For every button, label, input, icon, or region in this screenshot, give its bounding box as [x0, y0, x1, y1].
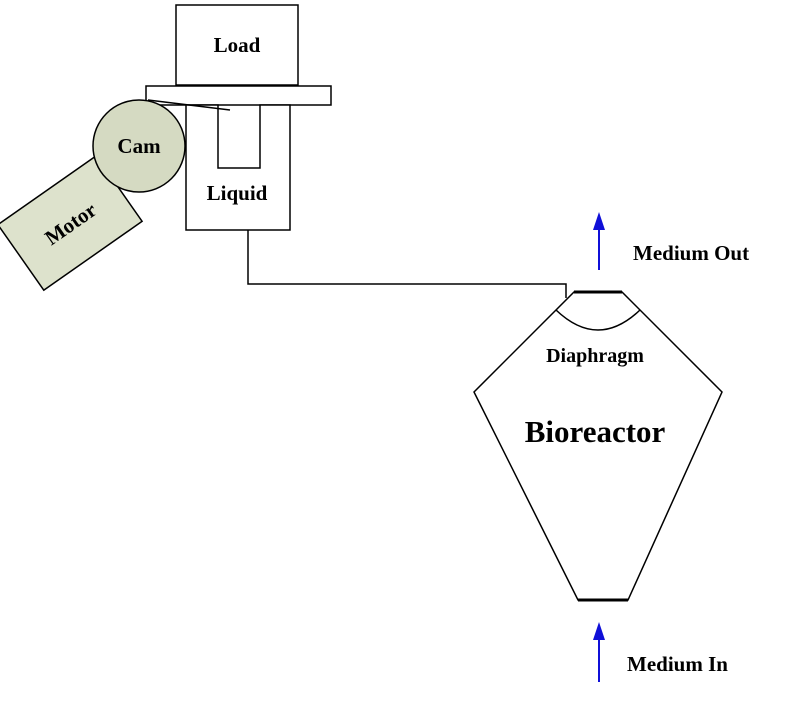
arrow-up-icon: [593, 622, 605, 682]
load-block: [175, 4, 299, 86]
medium-in-label: Medium In: [627, 652, 728, 676]
connecting-tube: [247, 230, 567, 298]
motor-body: [0, 154, 144, 292]
bioreactor-label: Bioreactor: [525, 414, 666, 449]
diaphragm: [555, 309, 641, 331]
cam-label: Cam: [117, 134, 161, 158]
liquid-label: Liquid: [207, 181, 268, 205]
cam-contact-line: [147, 99, 231, 111]
piston-plate: [145, 85, 332, 106]
diaphragm-label: Diaphragm: [546, 345, 644, 367]
medium-out-label: Medium Out: [633, 241, 749, 265]
liquid-cylinder: [185, 104, 291, 231]
load-label: Load: [214, 33, 261, 57]
arrow-up-icon: [593, 212, 605, 270]
cam: [92, 99, 186, 193]
motor: Motor: [0, 154, 144, 292]
